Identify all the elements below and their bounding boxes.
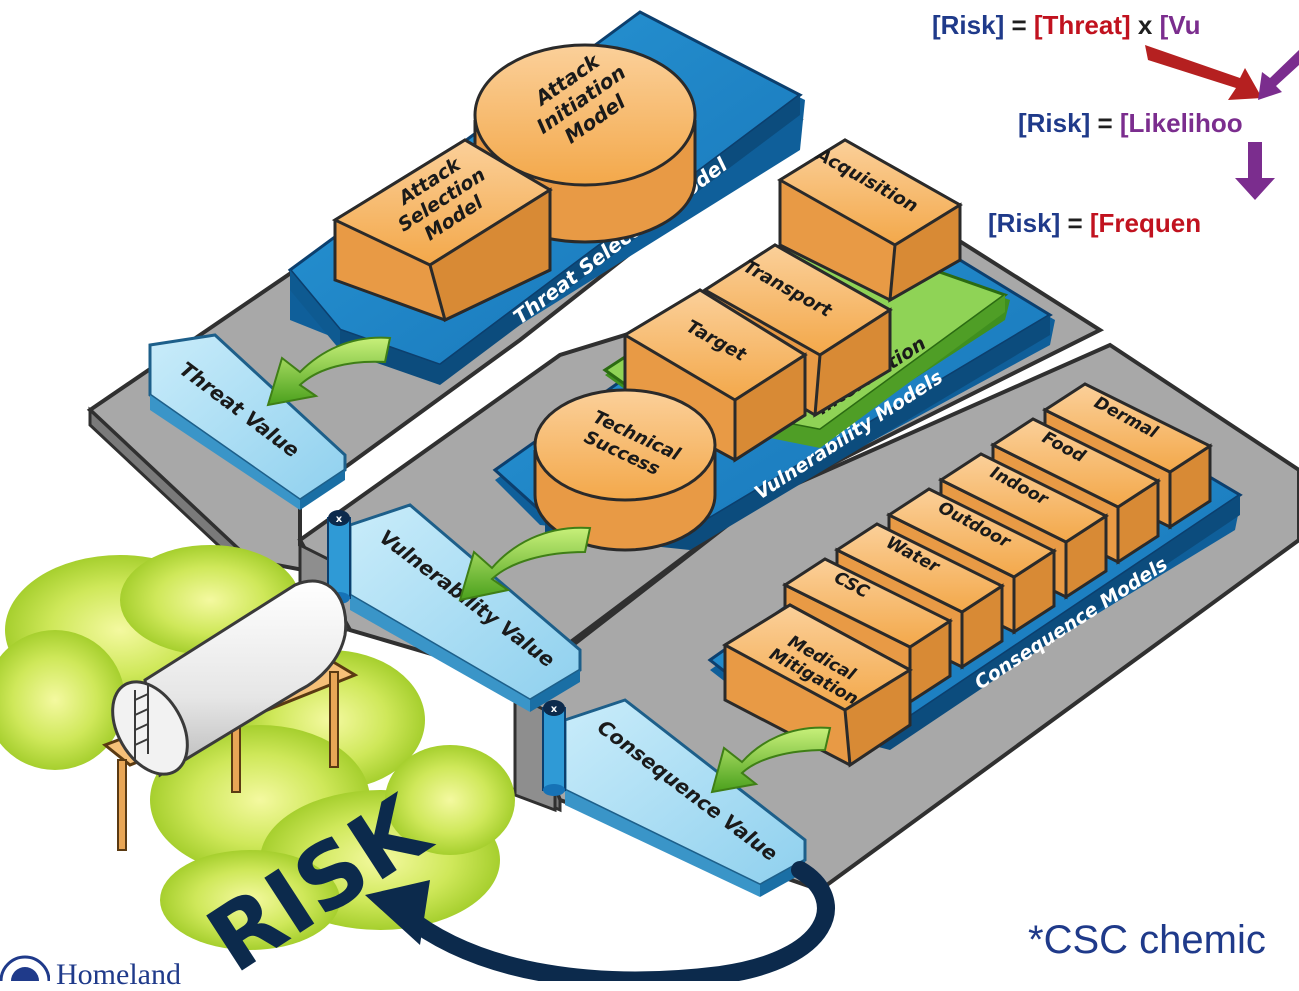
technical-success: Technical Success [533,388,717,552]
footnote: *CSC chemic [1028,918,1266,962]
green-arrow-consequence [710,726,832,794]
svg-text:x: x [551,704,558,715]
equation-line-3: [Risk] = [Frequen [988,208,1201,238]
green-arrow-threat [266,336,392,407]
equation-line-1: [Risk] = [Threat] x [Vu [932,10,1201,40]
threat-value: Threat Value [148,333,347,510]
target-block: Target [622,288,808,463]
svg-text:x: x [336,514,343,525]
multiply-cylinder-2: x [542,700,566,796]
vulnerability-blocks: Acquisition Transport Target [622,138,963,463]
tank-on-table [102,579,359,851]
dhs-wordmark: Homeland [56,958,181,991]
attack-selection-model: Attack Selection Model [331,138,553,323]
equation-line-2: [Risk] = [Likelihoo [1018,108,1243,138]
medical-mitigation-block: Medical Mitigation [722,603,913,768]
dhs-seal-icon [0,955,50,981]
acquisition-block: Acquisition [777,138,963,303]
green-arrow-vulnerability [458,526,592,602]
risk-equations: [Risk] = [Threat] x [Vu [Risk] = [Likeli… [932,10,1299,238]
risk-return-arrow [365,861,835,981]
